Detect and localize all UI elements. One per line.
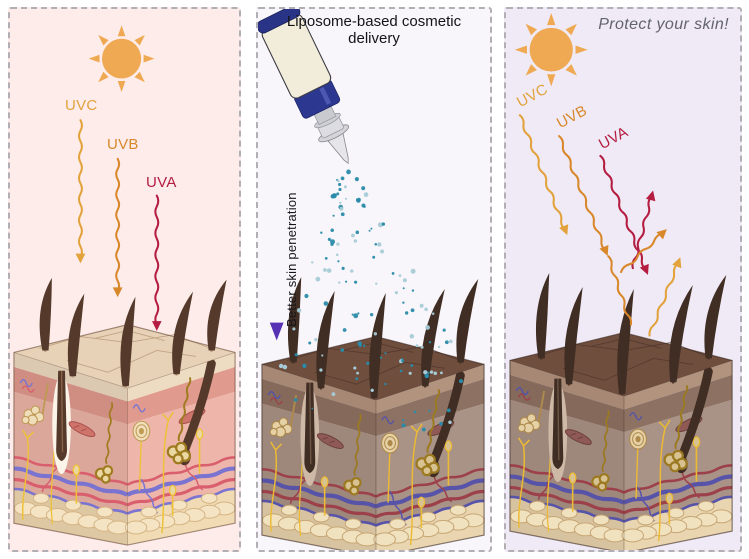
uv-ray-uvb <box>558 135 609 256</box>
penetration-arrow-label: Better skin penetration <box>284 192 299 328</box>
skin-cross-section <box>509 273 733 550</box>
uvc-label: UVC <box>65 97 98 114</box>
panel-liposome-delivery: Liposome-based cosmetic delivery Better … <box>256 7 492 552</box>
liposome-delivery-illustration <box>258 9 485 550</box>
skin-cross-section <box>261 277 485 550</box>
penetrating-liposome-dots <box>278 343 464 432</box>
uv-exposure-illustration <box>13 25 236 546</box>
sun-icon <box>88 25 155 92</box>
uv-ray-uva <box>151 194 162 331</box>
panel-skin-protection: Protect your skin! UVC UVB UVA <box>504 7 742 552</box>
dropper-bottle-icon <box>258 9 350 165</box>
uv-rays <box>75 119 162 331</box>
penetration-arrow <box>269 183 284 341</box>
panel-title: Protect your skin! <box>598 16 729 33</box>
skin-protection-illustration <box>509 12 733 550</box>
uv-ray-uvc <box>75 119 86 264</box>
uv-ray-reflected <box>631 190 656 270</box>
sun-icon <box>514 12 588 87</box>
uv-ray-reflected <box>648 257 682 337</box>
uvb-label: UVB <box>107 136 139 153</box>
uv-ray-uvb <box>112 157 123 298</box>
spray-particles <box>292 169 453 359</box>
uva-label: UVA <box>146 174 177 191</box>
uv-rays <box>518 114 682 337</box>
uv-ray-uvc <box>518 114 569 236</box>
panel-title: Liposome-based cosmetic delivery <box>286 13 462 47</box>
uv-ray-scattered <box>607 255 633 326</box>
panel-uv-exposure: UVC UVB UVA <box>8 7 241 552</box>
uv-ray-reflected <box>620 229 667 274</box>
skin-cross-section <box>13 277 236 546</box>
